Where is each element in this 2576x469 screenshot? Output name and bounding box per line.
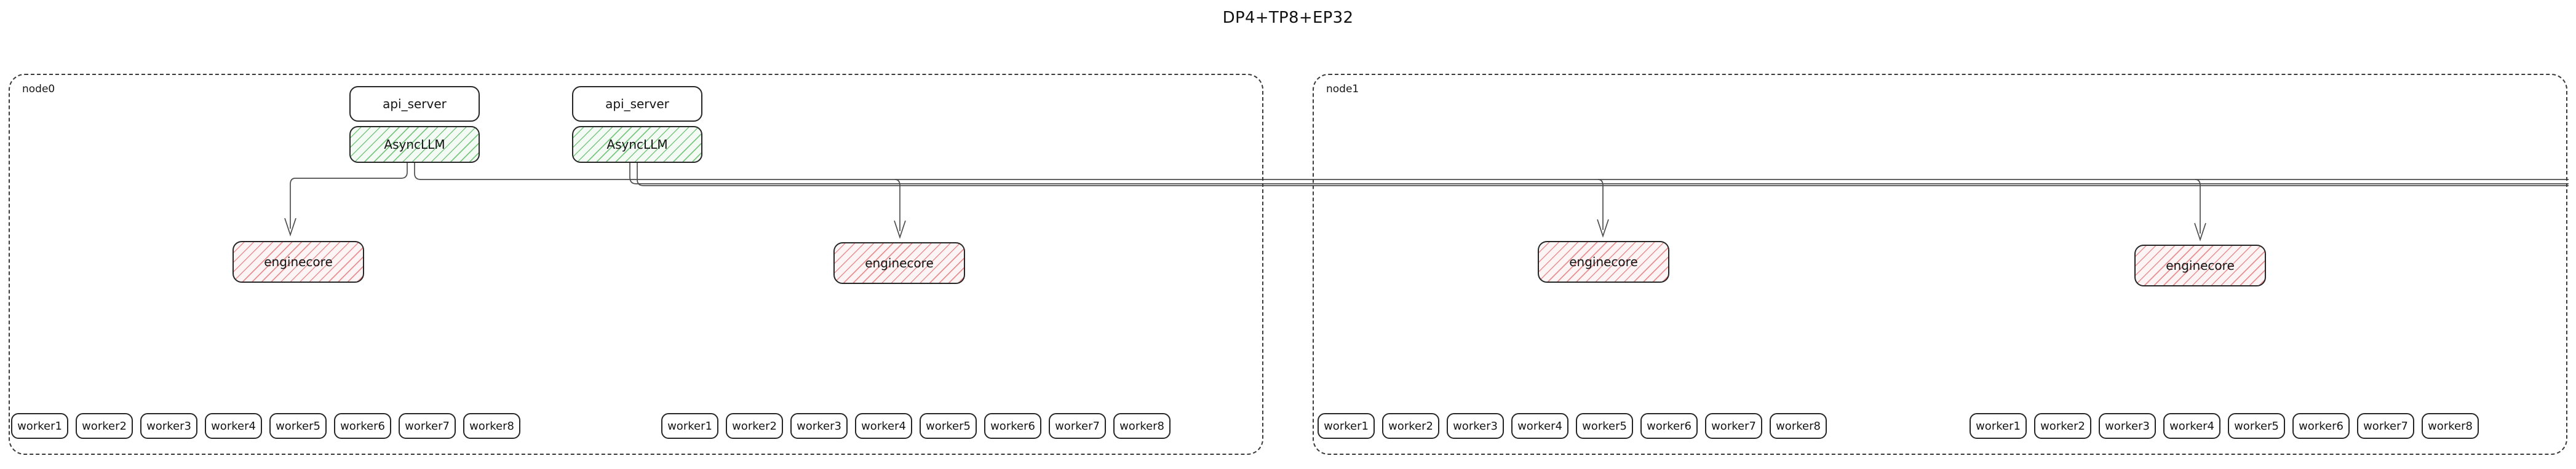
worker-box-label: worker3 xyxy=(797,419,841,433)
worker-box-label: worker6 xyxy=(990,419,1035,433)
worker-box-label: worker2 xyxy=(732,419,777,433)
worker-box: worker2 xyxy=(2034,413,2091,439)
worker-box: worker5 xyxy=(1576,413,1633,439)
worker-box: worker8 xyxy=(1770,413,1827,439)
node-label-node0: node0 xyxy=(22,83,55,95)
worker-box-label: worker7 xyxy=(1055,419,1100,433)
worker-box-label: worker1 xyxy=(1324,419,1369,433)
worker-box: worker8 xyxy=(2422,413,2479,439)
enginecore-box-label: enginecore xyxy=(1569,254,1638,269)
worker-box-label: worker8 xyxy=(469,419,514,433)
enginecore-box-label: enginecore xyxy=(865,256,934,270)
worker-box: worker6 xyxy=(1640,413,1698,439)
worker-box: worker3 xyxy=(1447,413,1504,439)
asyncllm-box-label: AsyncLLM xyxy=(384,137,445,152)
worker-box: worker3 xyxy=(790,413,848,439)
worker-box: worker6 xyxy=(2292,413,2350,439)
worker-box-label: worker5 xyxy=(276,419,320,433)
api-server-box: api_server xyxy=(572,86,702,122)
enginecore-box-label: enginecore xyxy=(264,254,333,269)
worker-box-label: worker1 xyxy=(17,419,62,433)
worker-box-label: worker8 xyxy=(1119,419,1164,433)
worker-box: worker7 xyxy=(1049,413,1106,439)
worker-box-label: worker8 xyxy=(2428,419,2473,433)
worker-box-label: worker7 xyxy=(405,419,450,433)
worker-box: worker7 xyxy=(399,413,456,439)
worker-box: worker2 xyxy=(1382,413,1439,439)
worker-box: worker6 xyxy=(334,413,391,439)
worker-box: worker4 xyxy=(855,413,912,439)
worker-box-label: worker3 xyxy=(2105,419,2150,433)
worker-box: worker5 xyxy=(2228,413,2285,439)
worker-box: worker2 xyxy=(76,413,133,439)
worker-box-label: worker1 xyxy=(1976,419,2021,433)
api-server-box-label: api_server xyxy=(383,97,447,111)
worker-box: worker8 xyxy=(463,413,520,439)
worker-box: worker2 xyxy=(726,413,783,439)
worker-box: worker1 xyxy=(1970,413,2027,439)
worker-box-label: worker2 xyxy=(1388,419,1433,433)
enginecore-box: enginecore xyxy=(833,242,965,284)
worker-box-label: worker2 xyxy=(82,419,127,433)
enginecore-box: enginecore xyxy=(233,241,364,283)
worker-box: worker8 xyxy=(1113,413,1171,439)
worker-box: worker4 xyxy=(1511,413,1568,439)
worker-box-label: worker4 xyxy=(861,419,906,433)
enginecore-box: enginecore xyxy=(1538,241,1669,283)
worker-box-label: worker6 xyxy=(1647,419,1691,433)
api-server-box: api_server xyxy=(349,86,480,122)
worker-box: worker4 xyxy=(2163,413,2220,439)
worker-box-label: worker1 xyxy=(667,419,712,433)
worker-box-label: worker6 xyxy=(2299,419,2343,433)
worker-box: worker7 xyxy=(2357,413,2414,439)
api-server-box-label: api_server xyxy=(605,97,669,111)
worker-box-label: worker4 xyxy=(211,419,256,433)
worker-box: worker7 xyxy=(1705,413,1762,439)
worker-box-label: worker2 xyxy=(2040,419,2085,433)
worker-box-label: worker5 xyxy=(1582,419,1627,433)
worker-box-label: worker5 xyxy=(926,419,971,433)
worker-box: worker1 xyxy=(661,413,718,439)
worker-box-label: worker7 xyxy=(2363,419,2408,433)
asyncllm-box-label: AsyncLLM xyxy=(606,137,668,152)
worker-box-label: worker3 xyxy=(1453,419,1498,433)
worker-box-label: worker5 xyxy=(2234,419,2279,433)
page-title: DP4+TP8+EP32 xyxy=(1222,9,1354,27)
asyncllm-box: AsyncLLM xyxy=(349,126,480,163)
worker-box: worker3 xyxy=(2099,413,2156,439)
worker-box: worker5 xyxy=(269,413,327,439)
enginecore-box-label: enginecore xyxy=(2166,258,2235,273)
worker-box-label: worker7 xyxy=(1711,419,1756,433)
worker-box: worker6 xyxy=(984,413,1041,439)
node-label-node1: node1 xyxy=(1326,83,1359,95)
worker-box-label: worker6 xyxy=(340,419,385,433)
worker-box: worker5 xyxy=(920,413,977,439)
enginecore-box: enginecore xyxy=(2134,245,2266,286)
worker-box-label: worker4 xyxy=(2169,419,2214,433)
worker-box-label: worker3 xyxy=(146,419,191,433)
asyncllm-box: AsyncLLM xyxy=(572,126,702,163)
worker-box: worker1 xyxy=(1318,413,1375,439)
worker-box: worker1 xyxy=(11,413,68,439)
worker-box-label: worker8 xyxy=(1776,419,1821,433)
worker-box: worker4 xyxy=(205,413,262,439)
worker-box: worker3 xyxy=(140,413,197,439)
worker-box-label: worker4 xyxy=(1517,419,1562,433)
node-panel-node1 xyxy=(1313,74,2567,455)
node-panel-node0 xyxy=(9,74,1263,455)
